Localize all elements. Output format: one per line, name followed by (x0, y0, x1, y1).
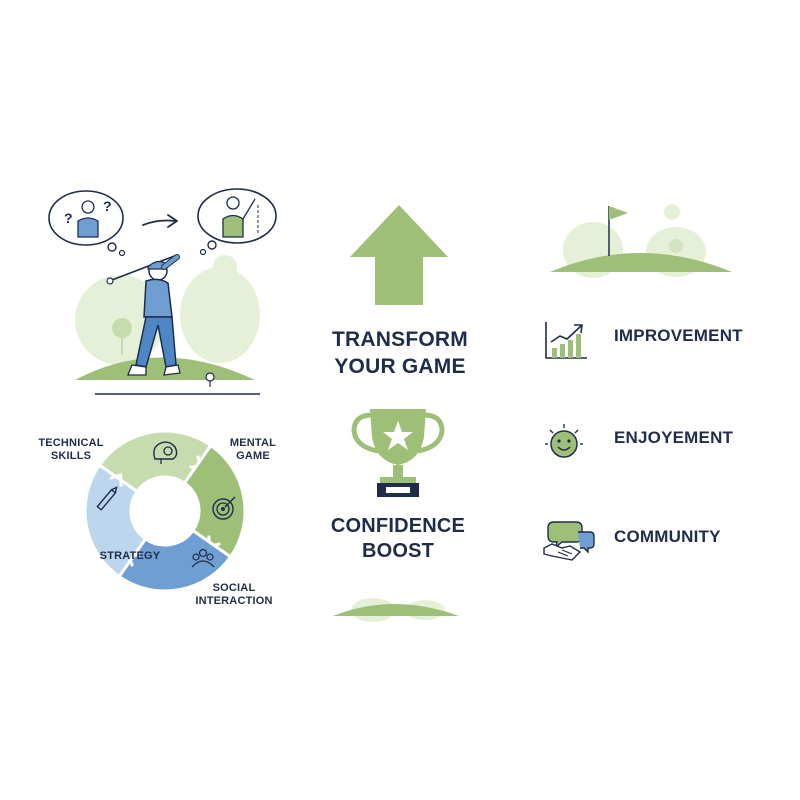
hill-decoration (333, 598, 459, 622)
golfer-illustration: ? ? (48, 188, 277, 395)
smiley-sun-icon (545, 424, 583, 458)
cycle-label-social-interaction: SOCIAL INTERACTION (186, 582, 282, 608)
bush-shape (180, 267, 260, 363)
svg-text:?: ? (103, 198, 112, 214)
flag-icon (609, 206, 628, 220)
star-icon (383, 421, 413, 450)
target-icon (212, 496, 236, 520)
confused-thought-bubble: ? ? (48, 190, 126, 257)
growth-chart-icon (545, 322, 587, 359)
people-group-icon (191, 548, 215, 568)
golf-ball-icon (205, 372, 215, 382)
caption-line: BOOST (361, 540, 435, 562)
benefit-enjoyment-label: ENJOYEMENT (614, 428, 734, 447)
headline-line: YOUR GAME (334, 355, 466, 378)
up-arrow-icon (350, 205, 448, 305)
label-line: STRATEGY (99, 550, 161, 562)
label-line: TECHNICAL (38, 437, 104, 449)
label-line: INTERACTION (195, 595, 273, 607)
skills-cycle-diagram (83, 429, 247, 593)
label-line: SKILLS (50, 450, 92, 462)
cycle-label-strategy: STRATEGY (95, 550, 165, 563)
confident-thought-bubble (197, 188, 277, 256)
cycle-label-mental-game: MENTAL GAME (220, 437, 286, 463)
golfer-figure (106, 254, 181, 376)
svg-text:?: ? (64, 210, 73, 226)
bush-shape (213, 255, 237, 279)
label-line: SOCIAL (212, 582, 256, 594)
trophy-icon (351, 409, 445, 497)
pencil-icon (96, 486, 118, 511)
headline-line: TRANSFORM (332, 328, 468, 351)
handshake-chat-icon (543, 521, 595, 561)
arrow-right-icon (142, 214, 178, 228)
label-line: MENTAL (229, 437, 277, 449)
golf-course-illustration (550, 204, 732, 278)
benefit-improvement-label: IMPROVEMENT (614, 326, 743, 345)
label-line: GAME (236, 450, 270, 462)
cycle-label-technical-skills: TECHNICAL SKILLS (30, 437, 112, 463)
headline: TRANSFORM YOUR GAME (290, 326, 510, 380)
cycle-arrow-icon (109, 473, 123, 487)
trophy-caption: CONFIDENCE BOOST (288, 514, 508, 564)
brain-gears-icon (153, 441, 178, 464)
tree-icon (112, 318, 132, 338)
benefit-community-label: COMMUNITY (614, 527, 721, 546)
caption-line: CONFIDENCE (330, 515, 466, 537)
